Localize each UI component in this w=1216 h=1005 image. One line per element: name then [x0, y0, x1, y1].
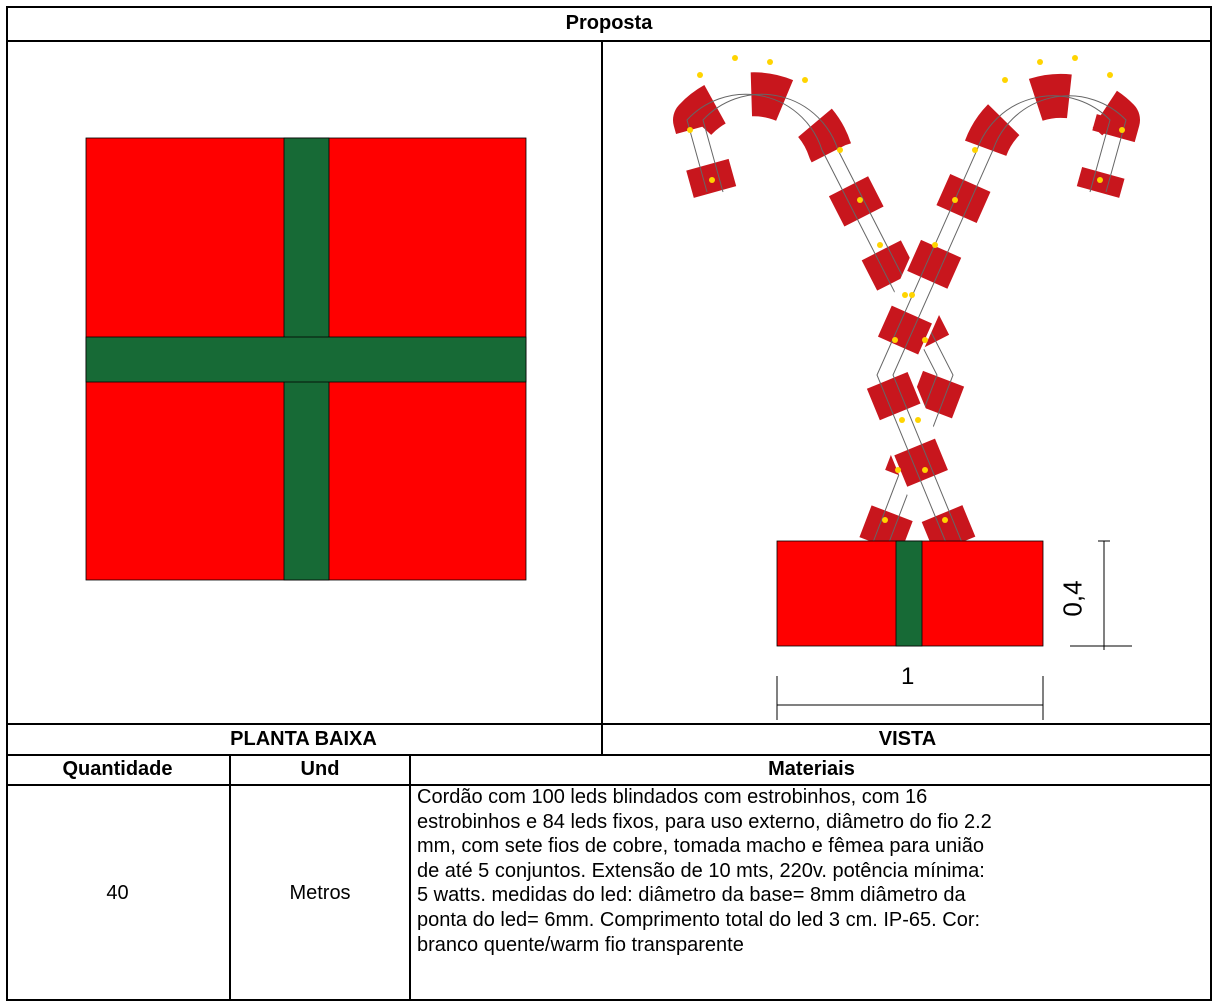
- section-label-view: VISTA: [878, 727, 937, 750]
- divider: [6, 40, 1212, 42]
- cell-unit: Metros: [289, 881, 351, 904]
- header-quantity: Quantidade: [62, 758, 173, 780]
- divider: [6, 784, 1212, 786]
- materials-line: de até 5 conjuntos. Extensão de 10 mts, …: [417, 859, 985, 882]
- divider: [229, 754, 231, 1001]
- cell-quantity: 40: [106, 881, 129, 904]
- materials-line: branco quente/warm fio transparente: [417, 933, 744, 956]
- candy-cane-left: [670, 69, 970, 554]
- led-lights: [687, 55, 1125, 523]
- candy-cane-right: [860, 70, 1143, 555]
- materials-line: estrobinhos e 84 leds fixos, para uso ex…: [417, 810, 992, 833]
- dimension-height-label: 0,4: [1057, 580, 1088, 617]
- materials-line: mm, com sete fios de cobre, tomada macho…: [417, 835, 984, 858]
- divider: [601, 40, 603, 755]
- cell-materials: Cordão com 100 leds blindados com estrob…: [417, 785, 1207, 957]
- ribbon-horizontal: [85, 336, 527, 383]
- gift-box-ribbon: [895, 540, 923, 647]
- document-table-frame: [6, 6, 1212, 1001]
- divider: [409, 754, 411, 1001]
- materials-line: Cordão com 100 leds blindados com estrob…: [417, 786, 928, 808]
- divider: [6, 754, 1212, 756]
- divider: [6, 723, 1212, 725]
- section-label-plan: PLANTA BAIXA: [230, 727, 377, 750]
- materials-line: ponta do led= 6mm. Comprimento total do …: [417, 908, 981, 931]
- header-unit: Und: [300, 758, 340, 780]
- dimension-width-label: 1: [901, 663, 915, 690]
- materials-line: 5 watts. medidas do led: diâmetro da bas…: [417, 884, 966, 907]
- header-materials: Materiais: [768, 758, 855, 780]
- page-title: Proposta: [565, 11, 653, 34]
